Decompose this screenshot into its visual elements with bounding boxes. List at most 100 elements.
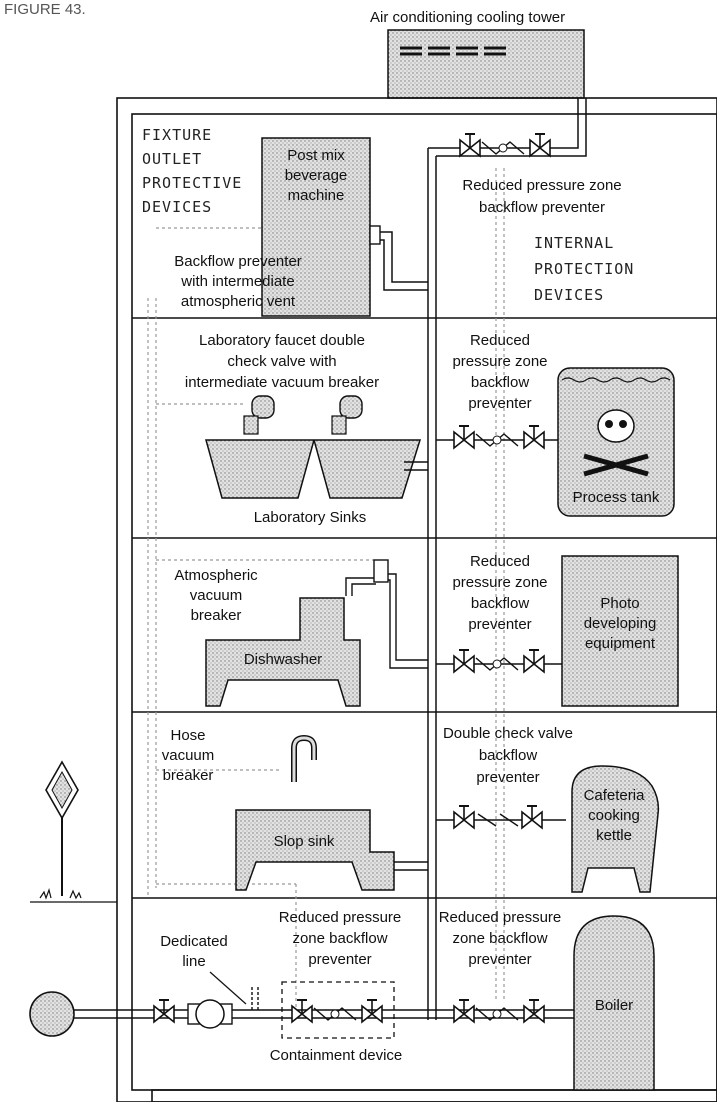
photo-equipment-label: Photo developing equipment: [584, 595, 657, 652]
svg-text:intermediate vacuum breaker: intermediate vacuum breaker: [185, 374, 379, 391]
laboratory-sinks: [205, 439, 422, 499]
svg-text:zone backflow: zone backflow: [452, 930, 547, 947]
svg-text:check valve with: check valve with: [227, 353, 336, 370]
svg-text:Atmospheric: Atmospheric: [174, 567, 258, 584]
water-meter: [187, 999, 233, 1029]
fixture-heading-4: DEVICES: [142, 198, 212, 216]
svg-text:Reduced pressure: Reduced pressure: [439, 909, 562, 926]
svg-text:vacuum: vacuum: [190, 587, 243, 604]
rpz-valve-floor3: [436, 649, 562, 673]
rpz-floor4-label: Reduced pressure zone backflow preventer: [452, 332, 547, 412]
svg-text:Laboratory faucet double: Laboratory faucet double: [199, 332, 365, 349]
svg-text:equipment: equipment: [585, 635, 656, 652]
slop-sink-label: Slop sink: [274, 833, 335, 850]
avb-device: [345, 577, 376, 596]
cafeteria-kettle: [571, 765, 660, 893]
svg-text:preventer: preventer: [468, 951, 531, 968]
svg-text:preventer: preventer: [468, 395, 531, 412]
svg-text:Hose: Hose: [170, 727, 205, 744]
svg-text:Post mix: Post mix: [287, 147, 345, 164]
svg-text:Cafeteria: Cafeteria: [584, 787, 646, 804]
svg-text:preventer: preventer: [308, 951, 371, 968]
process-tank-label: Process tank: [573, 489, 660, 506]
dishwasher-label: Dishwasher: [244, 651, 322, 668]
svg-text:developing: developing: [584, 615, 657, 632]
svg-text:with intermediate: with intermediate: [180, 273, 294, 290]
tank-waterline: [561, 377, 671, 383]
beverage-machine: [261, 137, 371, 317]
rpz-floor1-left-label: Reduced pressure zone backflow preventer: [279, 909, 402, 968]
rpz-boiler-valve: [453, 999, 545, 1023]
containment-box: [281, 981, 395, 1039]
svg-text:Backflow preventer: Backflow preventer: [174, 253, 302, 270]
svg-text:atmospheric vent: atmospheric vent: [181, 293, 296, 310]
dc-floor2-label: Double check valve backflow preventer: [443, 725, 573, 786]
containment-device-label: Containment device: [270, 1047, 403, 1064]
svg-text:kettle: kettle: [596, 827, 632, 844]
svg-text:pressure zone: pressure zone: [452, 353, 547, 370]
laboratory-sinks-label: Laboratory Sinks: [254, 509, 367, 526]
dedicated-line-label: Dedicated line: [160, 933, 228, 970]
svg-text:machine: machine: [288, 187, 345, 204]
beverage-supply-pipe: [376, 231, 428, 291]
ground-line: [30, 887, 117, 903]
photo-equipment: [561, 555, 679, 707]
cooling-tower: [387, 29, 585, 99]
internal-heading-2: PROTECTION: [534, 260, 634, 278]
dedicated-line-pipe: [251, 986, 259, 1010]
internal-heading: INTERNAL PROTECTION DEVICES: [534, 234, 634, 304]
svg-text:preventer: preventer: [468, 616, 531, 633]
fixture-heading-3: PROTECTIVE: [142, 174, 242, 192]
svg-text:zone backflow: zone backflow: [292, 930, 387, 947]
hvb-label: Hose vacuum breaker: [162, 727, 215, 784]
backflow-preventer-label: Backflow preventer with intermediate atm…: [174, 253, 302, 310]
avb-label: Atmospheric vacuum breaker: [174, 567, 258, 624]
svg-text:Reduced: Reduced: [470, 553, 530, 570]
svg-text:backflow: backflow: [479, 747, 538, 764]
svg-text:breaker: breaker: [191, 607, 242, 624]
svg-text:Reduced: Reduced: [470, 332, 530, 349]
skull-icon: [583, 409, 649, 477]
lab-faucets: [243, 395, 363, 435]
slop-supply-pipe: [394, 861, 428, 871]
sink-drain-pipe: [404, 461, 428, 471]
rpz-containment-valve: [291, 999, 383, 1023]
beverage-machine-label: Post mix beverage machine: [285, 147, 348, 204]
kettle-label: Cafeteria cooking kettle: [584, 787, 646, 844]
svg-text:Photo: Photo: [600, 595, 639, 612]
fixture-heading: FIXTURE OUTLET PROTECTIVE DEVICES: [142, 126, 242, 216]
svg-text:vacuum: vacuum: [162, 747, 215, 764]
slop-sink: [235, 809, 395, 891]
rpz-valve-top: [459, 133, 551, 157]
fixture-heading-2: OUTLET: [142, 150, 202, 168]
boiler: [573, 915, 655, 1091]
figure-label: FIGURE 43.: [4, 1, 86, 18]
svg-text:backflow: backflow: [471, 595, 530, 612]
avb-supply-pipe: [388, 573, 428, 669]
dishwasher: [205, 597, 361, 707]
dedicated-line-leader: [209, 971, 247, 1005]
double-check-valve-floor2: [436, 805, 566, 829]
rpz-floor1-right-label: Reduced pressure zone backflow preventer: [439, 909, 562, 968]
svg-text:Dedicated: Dedicated: [160, 933, 228, 950]
hose-vacuum-breaker: [291, 734, 317, 782]
internal-heading-3: DEVICES: [534, 286, 604, 304]
svg-text:Reduced pressure zone: Reduced pressure zone: [462, 177, 621, 194]
svg-text:beverage: beverage: [285, 167, 348, 184]
rpz-valve-floor4: [436, 425, 558, 449]
internal-heading-1: INTERNAL: [534, 234, 614, 252]
atmospheric-vacuum-breaker: [373, 559, 389, 583]
backflow-vent-device: [369, 225, 381, 245]
svg-text:Reduced pressure: Reduced pressure: [279, 909, 402, 926]
boiler-label: Boiler: [595, 997, 633, 1014]
rpz-floor3-label: Reduced pressure zone backflow preventer: [452, 553, 547, 633]
water-main: [29, 991, 75, 1037]
svg-text:cooking: cooking: [588, 807, 640, 824]
svg-text:preventer: preventer: [476, 769, 539, 786]
flow-lines: [147, 168, 505, 1014]
lab-faucet-label: Laboratory faucet double check valve wit…: [185, 332, 379, 391]
cooling-tower-label: Air conditioning cooling tower: [370, 9, 565, 26]
street-sign: [45, 760, 79, 896]
building-outline: [116, 97, 717, 1102]
